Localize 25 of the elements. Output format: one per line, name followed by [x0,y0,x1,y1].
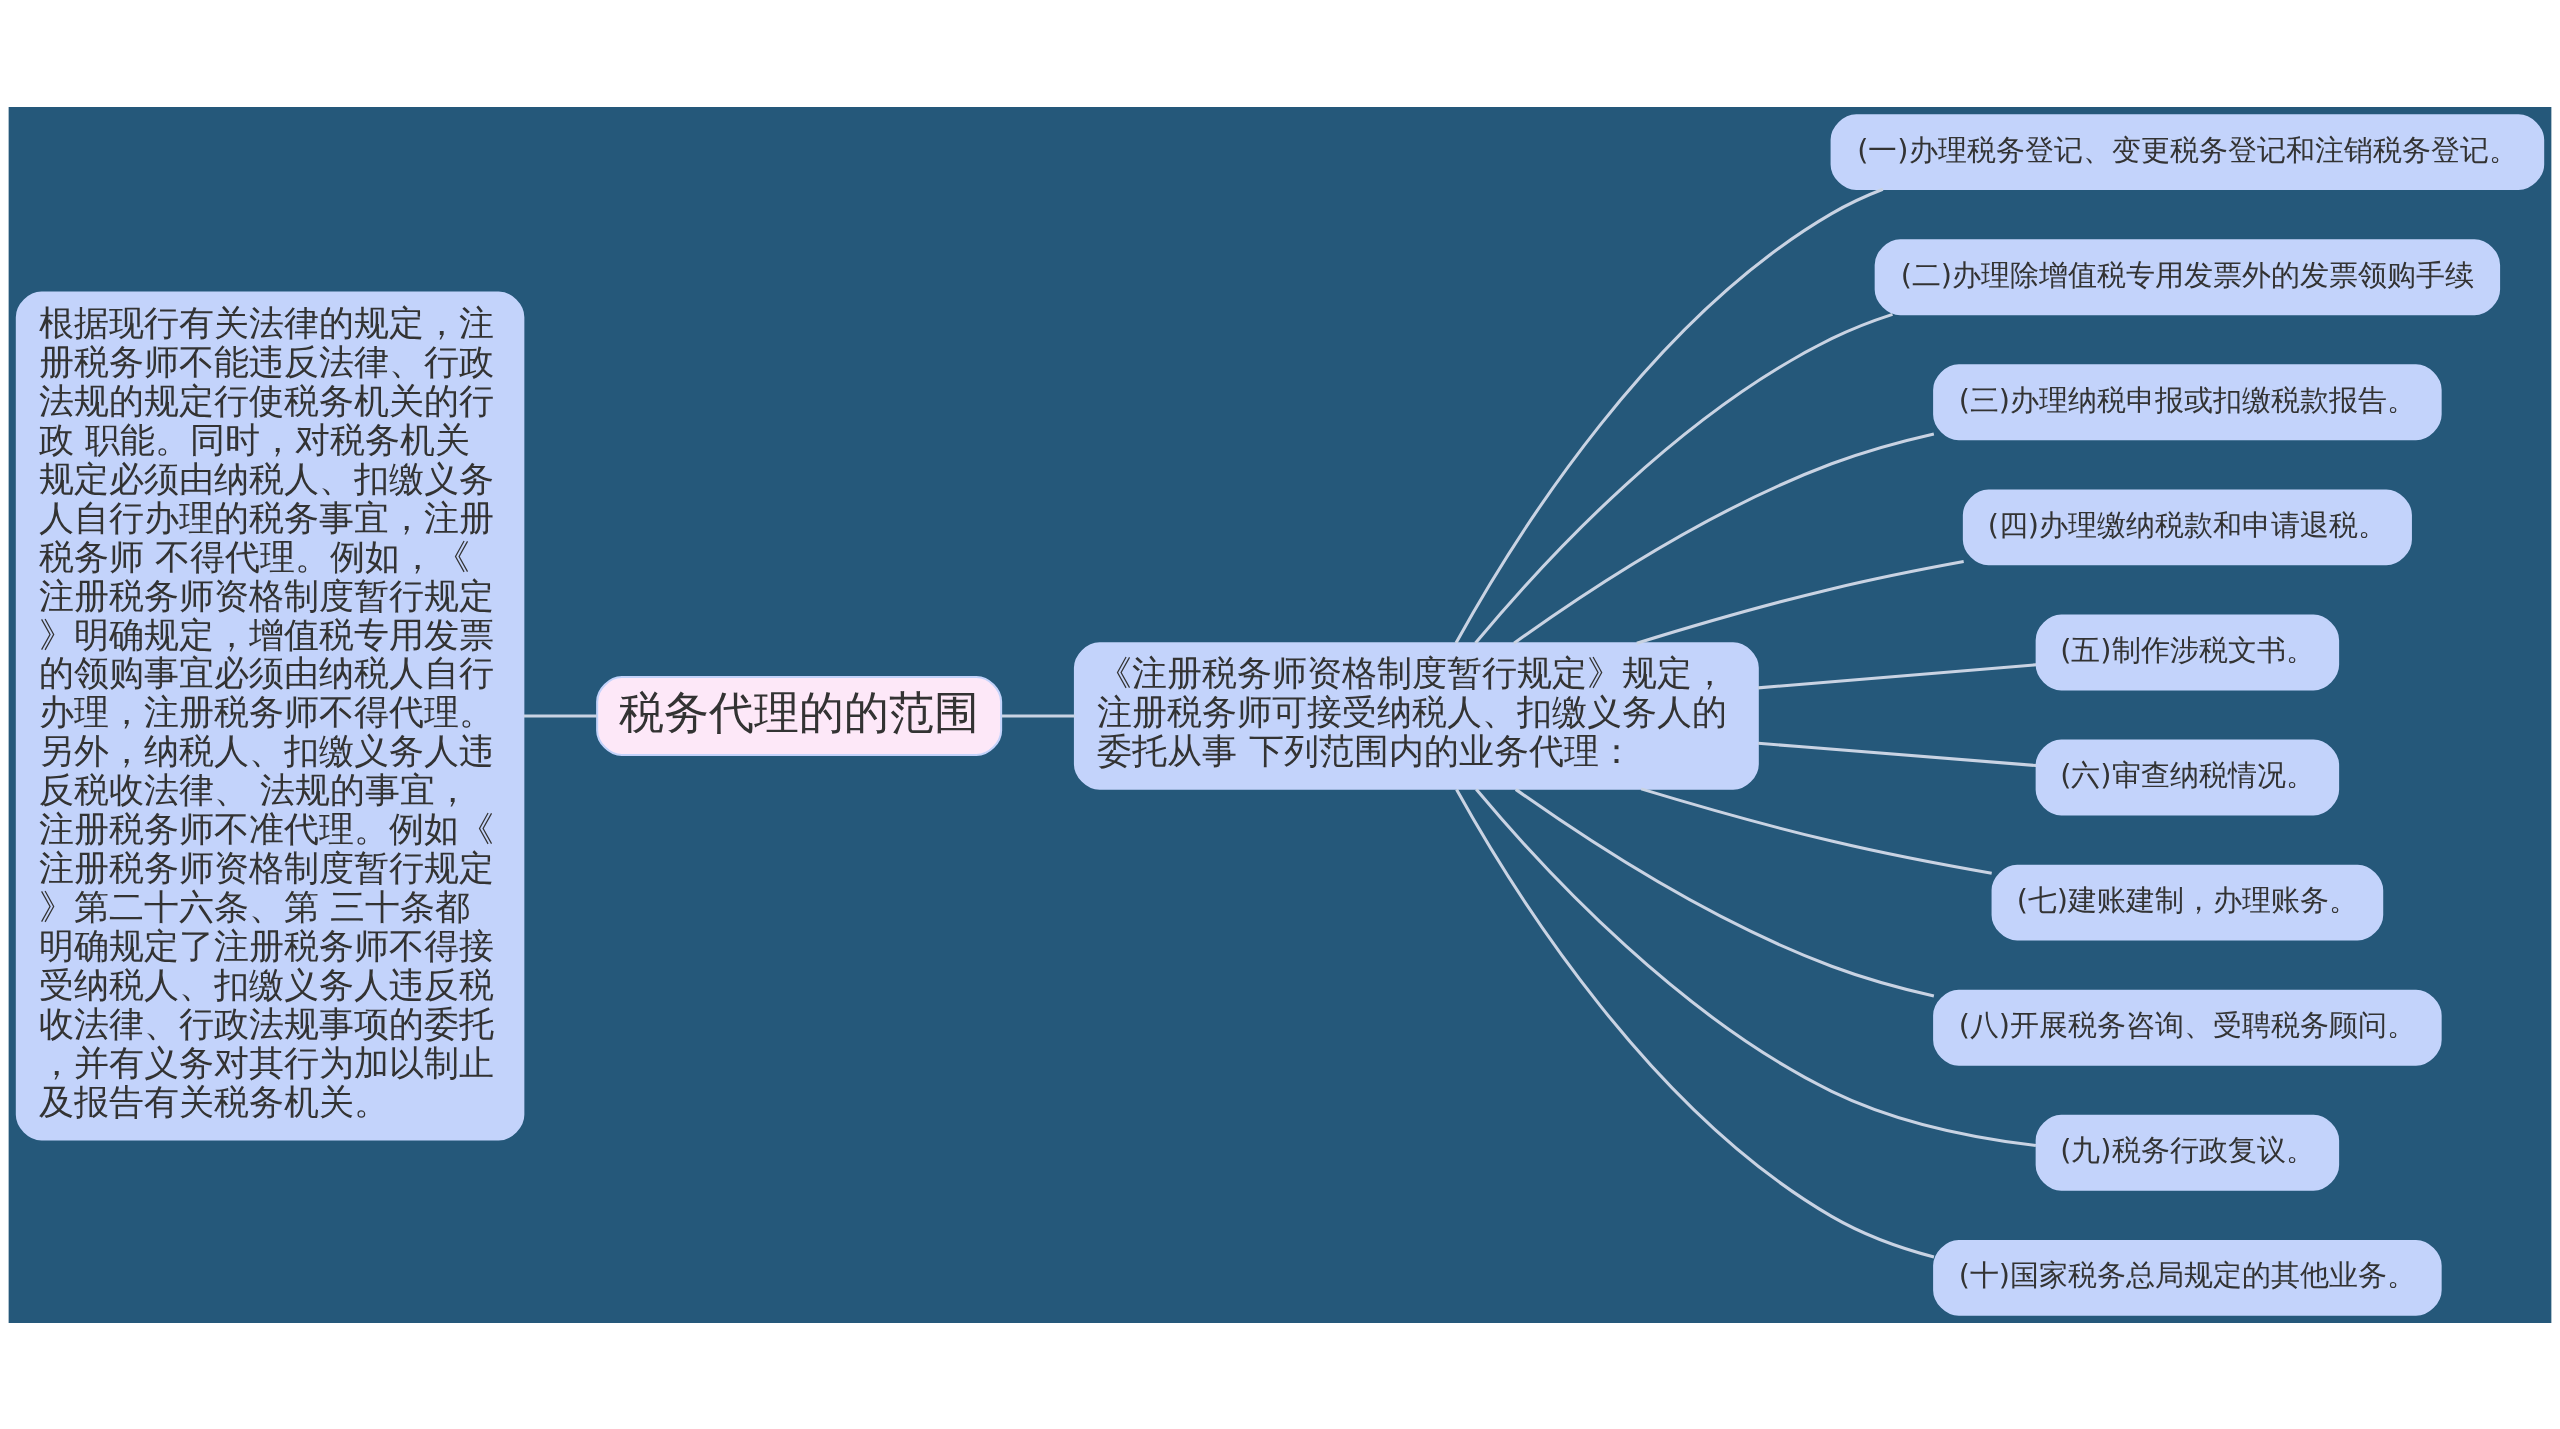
node-box: 税务代理的的范围 [596,675,1003,756]
connector [1758,662,2037,689]
node-box: (八)开展税务咨询、受聘税务顾问。 [1933,989,2442,1066]
node-box: 《注册税务师资格制度暂行规定》规定，注册税务师可接受纳税人、扣缴义务人的委托从事 下列范围内的业务代理： [1073,641,1759,790]
connector [1455,788,1935,1258]
node-box: (二)办理除增值税专用发票外的发票领购手续 [1874,238,2501,315]
node-box: (三)办理纳税申报或扣缴税款报告。 [1933,363,2442,440]
node-box: (七)建账建制，办理账务。 [1991,864,2384,941]
connector [1514,787,1935,997]
node-box: (五)制作涉税文书。 [2035,614,2340,690]
connector [1513,431,1935,644]
node-box: 根据现行有关法律的规定，注册税务师不能违反法律、行政法规的规定行使税务机关的行政 职能。同时，对税务机关规定必须由纳税人、扣缴义务人自行办理的税务事宜，注册税务师 不得代理。例如，《注册税务师资格制度暂行规定》明确规定，增值税专用发票的领购事宜必须由纳税人自行办理，注册税务师不得代理。另外，纳税人、扣缴义务人违反税收法律、 法规的事宜，注册税务师不准代理。例如《注册税务师资格制度暂行规定》第二十六条、第 三十条都明确规定了注册税务师不得接受纳税人、扣缴义务人违反税收法律、行政法规事项的委托，并有义务对其行为加以制止及报告有关税务机关。 [15,291,525,1140]
connector [1001,714,1075,718]
node-box: (四)办理缴纳税款和申请退税。 [1962,488,2412,565]
connector [1636,559,1964,645]
connector [1475,787,2037,1147]
connector [1454,187,1884,644]
connector [1640,786,1992,875]
connector [1474,312,1893,644]
node-box: (一)办理税务登记、变更税务登记和注销税务登记。 [1830,113,2545,190]
connector [1758,741,2037,767]
node-box: (九)税务行政复议。 [2035,1114,2340,1191]
connector [523,714,597,718]
node-box: (六)审查纳税情况。 [2035,739,2340,815]
node-box: (十)国家税务总局规定的其他业务。 [1933,1239,2442,1316]
